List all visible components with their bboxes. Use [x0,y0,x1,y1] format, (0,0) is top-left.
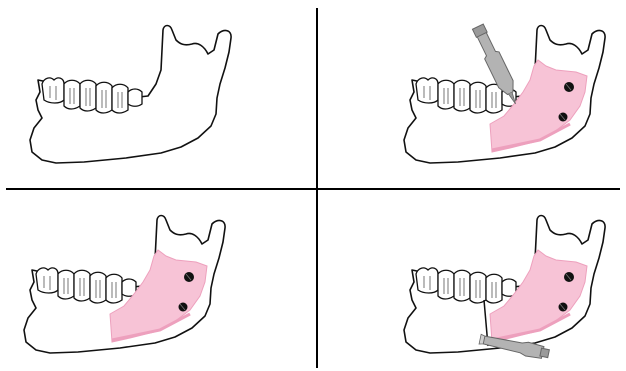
panel-bottom-left [24,216,225,354]
panel-bottom-right [404,216,605,361]
panel-top-right [404,23,605,163]
panel-top-left [30,26,231,164]
